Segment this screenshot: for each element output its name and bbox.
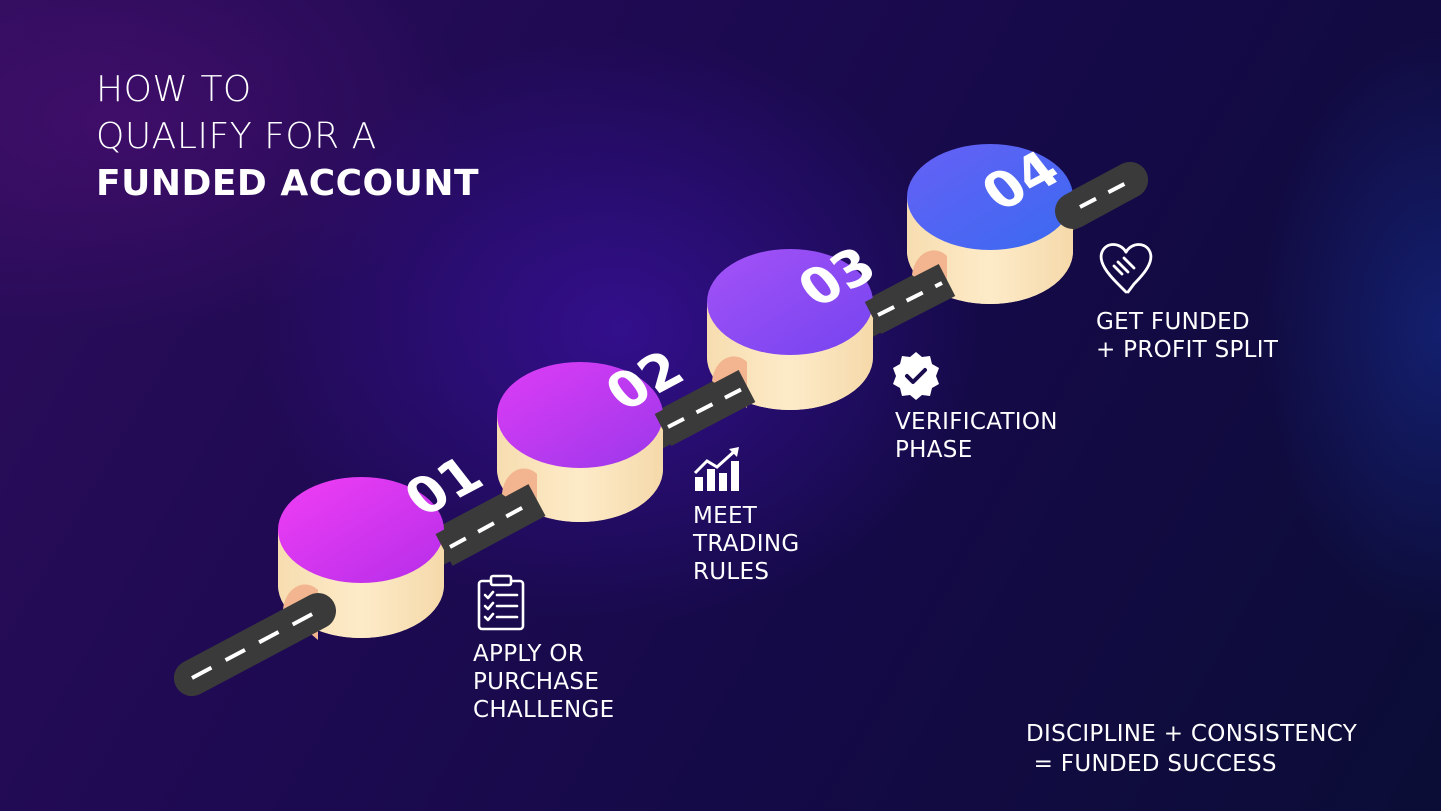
growth-chart-icon: [693, 447, 739, 491]
road-connectors: [435, 162, 1148, 566]
step-03-label: VERIFICATION PHASE: [895, 409, 1058, 463]
title-line-2: QUALIFY FOR A: [96, 116, 377, 157]
tagline: DISCIPLINE + CONSISTENCY = FUNDED SUCCES…: [1026, 721, 1358, 777]
verified-badge-icon: [893, 352, 939, 400]
step-04-label: GET FUNDED + PROFIT SPLIT: [1096, 309, 1279, 363]
title-line-3: FUNDED ACCOUNT: [96, 163, 480, 204]
handshake-icon: [1099, 243, 1153, 294]
title-line-1: HOW TO: [96, 69, 252, 110]
clipboard-checklist-icon: [477, 574, 525, 631]
step-02-cylinder: 02: [497, 340, 696, 522]
page-title: HOW TO QUALIFY FOR A FUNDED ACCOUNT: [96, 66, 479, 207]
step-04-cylinder: 04: [907, 140, 1073, 304]
step-01-label: APPLY OR PURCHASE CHALLENGE: [473, 641, 615, 723]
step-02-label: MEET TRADING RULES: [693, 503, 800, 585]
